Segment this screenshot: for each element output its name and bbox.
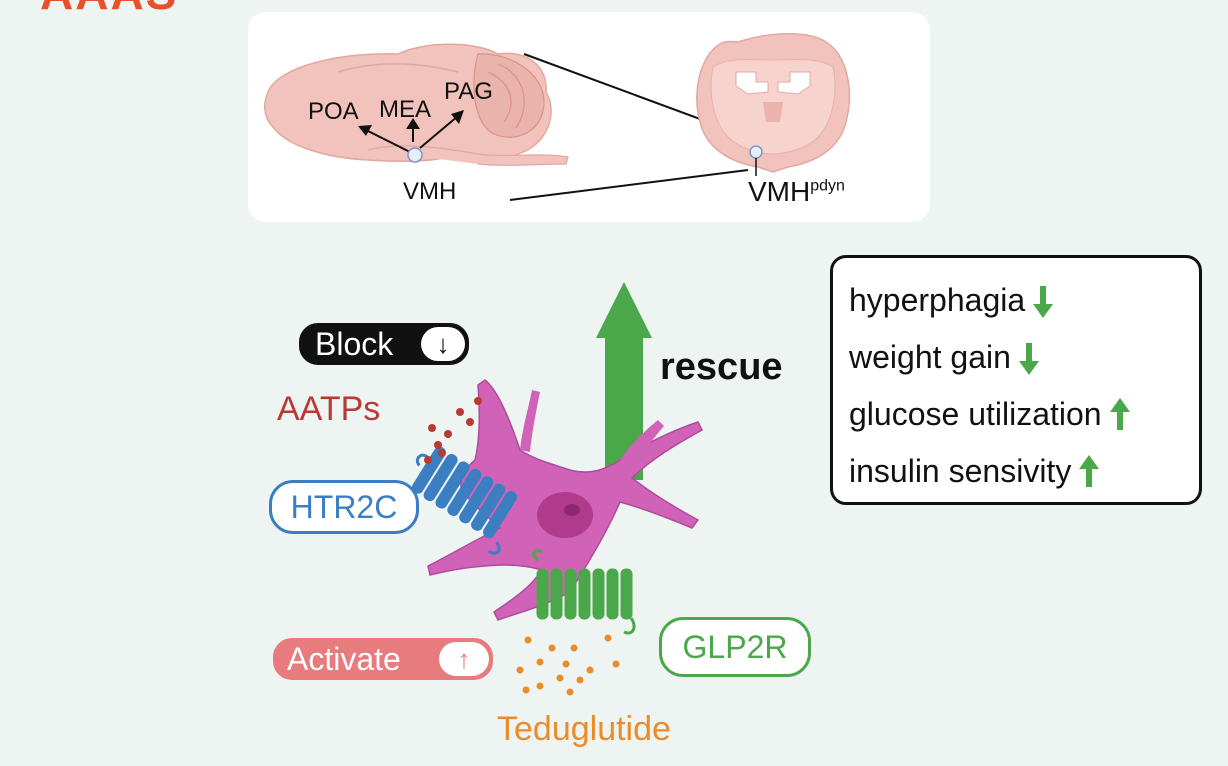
coronal-label-vmh-pdyn: VMHpdyn [748,176,845,208]
effect-label: hyperphagia [849,282,1026,318]
arrow-up-icon [1079,454,1100,487]
activate-badge: Activate ↑ [273,638,493,680]
rescue-label: rescue [660,346,783,388]
block-label: Block [315,325,394,362]
region-label-pag: PAG [444,78,493,105]
sagittal-brain-icon [263,43,569,166]
region-label-vmh: VMH [403,178,457,205]
glp2r-label: GLP2R [659,617,811,677]
neuron-diagram [411,282,703,696]
effect-label: insulin sensivity [849,453,1072,489]
effects-box: hyperphagia weight gain glucose utilizat… [830,255,1202,505]
effect-row: glucose utilization [849,386,1199,443]
arrow-down-icon [1018,342,1039,375]
coronal-label-superscript: pdyn [810,177,845,195]
aatps-label: AATPs [277,390,381,428]
teduglutide-label: Teduglutide [497,710,671,748]
activate-label: Activate [287,640,401,677]
effect-row: insulin sensivity [849,443,1199,500]
activate-arrow-up-icon: ↑ [439,642,489,676]
arrow-down-icon [1033,285,1054,318]
brain-anatomy-panel: POA MEA PAG VMH VMHpdyn [248,12,930,222]
effect-row: hyperphagia [849,272,1199,329]
arrow-up-icon [1109,397,1130,430]
block-badge: Block ↓ [299,323,469,365]
htr2c-label: HTR2C [269,480,419,534]
coronal-brain-icon [696,33,851,176]
teduglutide-molecules-icon [516,634,620,696]
block-arrow-down-icon: ↓ [421,327,465,361]
effect-label: glucose utilization [849,396,1102,432]
brain-illustration [263,33,851,201]
effect-row: weight gain [849,329,1199,386]
glp2r-receptor-icon [532,549,636,635]
effect-label: weight gain [849,339,1011,375]
figure-corner-title: AAAS [40,0,178,20]
region-label-poa: POA [308,98,359,125]
aatps-molecules-icon [424,397,482,464]
coronal-label-main: VMH [748,176,811,207]
neuron-cell-icon [427,379,703,621]
region-label-mea: MEA [379,96,432,123]
